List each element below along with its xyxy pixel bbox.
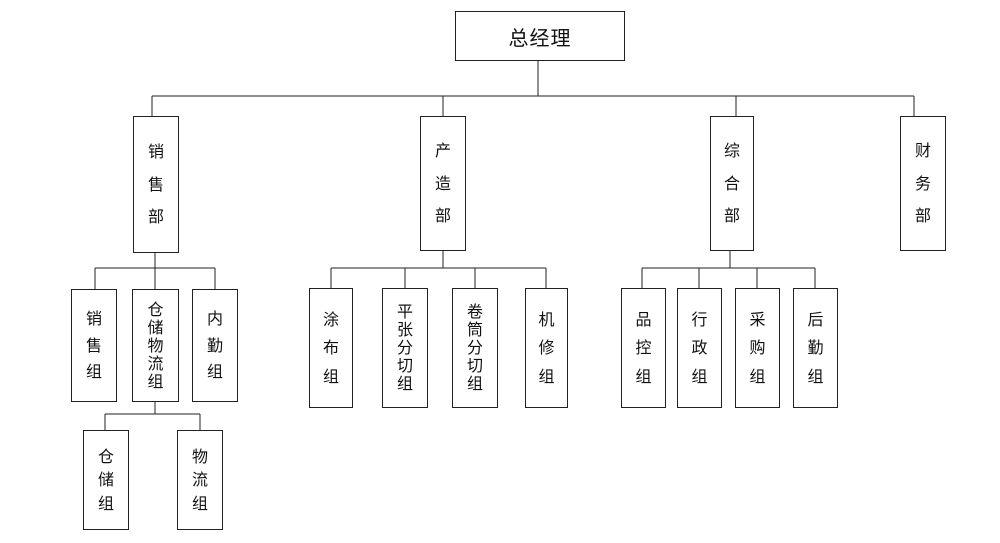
label-char: 行 — [691, 309, 708, 329]
label-char: 销 — [85, 308, 102, 328]
label-char: 组 — [85, 362, 102, 382]
subgroup-box-logistics: 物流组 — [177, 430, 223, 530]
label-char: 组 — [691, 366, 708, 386]
label-char: 产 — [434, 141, 451, 161]
label-char: 组 — [147, 371, 164, 391]
group-box-sheet-slitting: 平张分切组 — [382, 288, 428, 408]
group-label: 仓储物流组 — [147, 290, 163, 401]
label-char: 布 — [322, 338, 339, 357]
label-char: 切 — [466, 356, 483, 375]
label-char: 筒 — [466, 320, 483, 339]
label-char: 物 — [147, 335, 164, 355]
label-char: 控 — [635, 338, 652, 357]
subgroup-label: 物流组 — [192, 431, 208, 529]
label-char: 销 — [147, 141, 164, 161]
label-char: 勤 — [206, 335, 223, 355]
label-char: 机 — [538, 309, 555, 329]
label-char: 组 — [396, 374, 413, 393]
label-char: 修 — [538, 338, 555, 357]
group-label: 采购组 — [749, 289, 765, 407]
group-box-procurement: 采购组 — [735, 288, 780, 408]
group-label: 后勤组 — [807, 289, 823, 407]
label-char: 政 — [691, 338, 708, 357]
subgroup-label: 仓储组 — [98, 431, 114, 529]
group-box-warehouse-logistics: 仓储物流组 — [132, 289, 179, 402]
label-char: 造 — [434, 173, 451, 193]
label-char: 综 — [723, 141, 740, 161]
label-char: 卷 — [466, 302, 483, 321]
label-char: 涂 — [322, 309, 339, 329]
department-label-general: 综合部 — [724, 117, 740, 250]
label-char: 勤 — [807, 338, 824, 357]
label-char: 采 — [749, 309, 766, 329]
label-char: 部 — [434, 205, 451, 225]
label-char: 组 — [97, 493, 114, 513]
label-char: 组 — [635, 366, 652, 386]
department-box-sales: 销售部 — [133, 116, 179, 253]
label-char: 组 — [538, 366, 555, 386]
group-box-quality-control: 品控组 — [621, 288, 666, 408]
group-label: 卷筒分切组 — [467, 289, 483, 407]
subgroup-box-warehouse: 仓储组 — [83, 430, 129, 530]
label-char: 部 — [147, 207, 164, 227]
label-char: 组 — [206, 362, 223, 382]
label-char: 储 — [97, 470, 114, 489]
group-label: 销售组 — [86, 290, 102, 401]
label-char: 流 — [191, 470, 208, 489]
label-char: 组 — [191, 493, 208, 513]
label-char: 售 — [147, 174, 164, 194]
label-char: 购 — [749, 338, 766, 357]
label-char: 财 — [914, 141, 931, 161]
label-char: 组 — [322, 366, 339, 386]
label-char: 组 — [807, 366, 824, 386]
label-char: 平 — [396, 302, 413, 321]
group-label: 品控组 — [635, 289, 651, 407]
label-char: 张 — [396, 320, 413, 339]
label-char: 流 — [147, 353, 164, 373]
root-node-box: 总经理 — [455, 11, 625, 61]
department-box-general: 综合部 — [710, 116, 754, 251]
label-char: 品 — [635, 309, 652, 329]
group-box-roll-slitting: 卷筒分切组 — [452, 288, 498, 408]
label-char: 售 — [85, 335, 102, 355]
department-box-finance: 财务部 — [900, 116, 946, 251]
label-char: 物 — [191, 446, 208, 466]
department-box-production: 产造部 — [420, 116, 466, 251]
group-box-internal-affairs: 内勤组 — [192, 289, 238, 402]
group-box-coating: 涂布组 — [309, 288, 353, 408]
label-char: 后 — [807, 309, 824, 329]
group-box-administration: 行政组 — [677, 288, 722, 408]
label-char: 切 — [396, 356, 413, 375]
label-char: 部 — [723, 205, 740, 225]
label-char: 仓 — [97, 446, 114, 466]
group-label: 内勤组 — [207, 290, 223, 401]
label-char: 仓 — [147, 299, 164, 319]
group-label: 行政组 — [691, 289, 707, 407]
label-char: 储 — [147, 317, 164, 337]
label-char: 分 — [466, 338, 483, 357]
label-char: 组 — [749, 366, 766, 386]
group-label: 平张分切组 — [397, 289, 413, 407]
label-char: 部 — [914, 205, 931, 225]
group-box-logistics-support: 后勤组 — [793, 288, 838, 408]
label-char: 内 — [206, 308, 223, 328]
group-label: 机修组 — [538, 289, 554, 407]
label-char: 分 — [396, 338, 413, 357]
department-label-production: 产造部 — [435, 117, 451, 250]
department-label-sales: 销售部 — [148, 117, 164, 252]
group-label: 涂布组 — [323, 289, 339, 407]
root-node-label: 总经理 — [508, 25, 572, 50]
group-box-sales-team: 销售组 — [71, 289, 117, 402]
department-label-finance: 财务部 — [915, 117, 931, 250]
label-char: 务 — [914, 173, 931, 193]
label-char: 合 — [723, 173, 740, 193]
group-box-maintenance: 机修组 — [525, 288, 568, 408]
label-char: 组 — [466, 374, 483, 393]
